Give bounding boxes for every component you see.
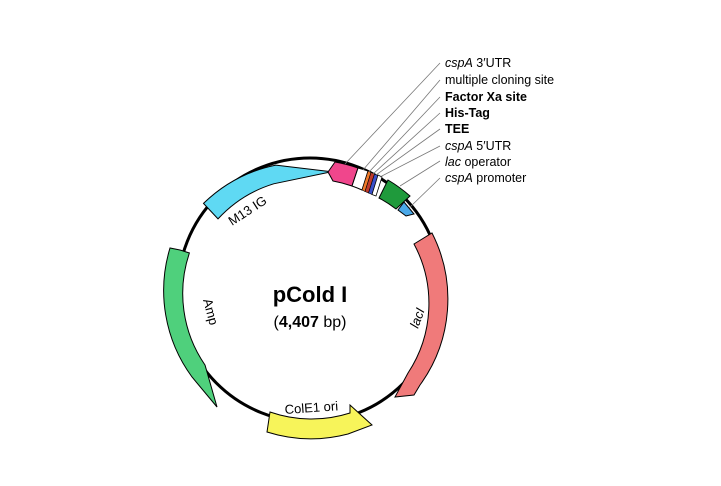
callout-cspa-3utr: cspA 3′UTR <box>445 56 511 70</box>
feature-lac-operator <box>378 179 411 210</box>
callout-lac-operator: lac operator <box>445 155 511 169</box>
feature-cspa-promoter <box>397 201 415 217</box>
label-cole1-ori: ColE1 ori <box>284 398 338 417</box>
feature-amp <box>163 247 218 408</box>
plasmid-size: (4,407 bp) <box>274 314 347 331</box>
callout-tee: TEE <box>445 122 469 136</box>
mcs-cluster <box>327 161 415 217</box>
callout-factor-xa-site: Factor Xa site <box>445 90 527 104</box>
callout-cspa-promoter: cspA promoter <box>445 171 526 185</box>
feature-laci <box>394 232 449 398</box>
callout-leaders <box>344 62 441 209</box>
callout-his-tag: His-Tag <box>445 106 490 120</box>
feature-cole1-ori <box>266 403 373 440</box>
callout-multiple-cloning-site: multiple cloning site <box>445 73 554 87</box>
plasmid-name: pCold I <box>273 282 348 307</box>
label-amp: Amp <box>200 297 221 327</box>
label-laci: lacI <box>407 306 428 331</box>
callout-cspa-5utr: cspA 5′UTR <box>445 139 511 153</box>
feature-m13-ig <box>202 164 332 220</box>
feature-cspa-5utr <box>371 174 383 197</box>
